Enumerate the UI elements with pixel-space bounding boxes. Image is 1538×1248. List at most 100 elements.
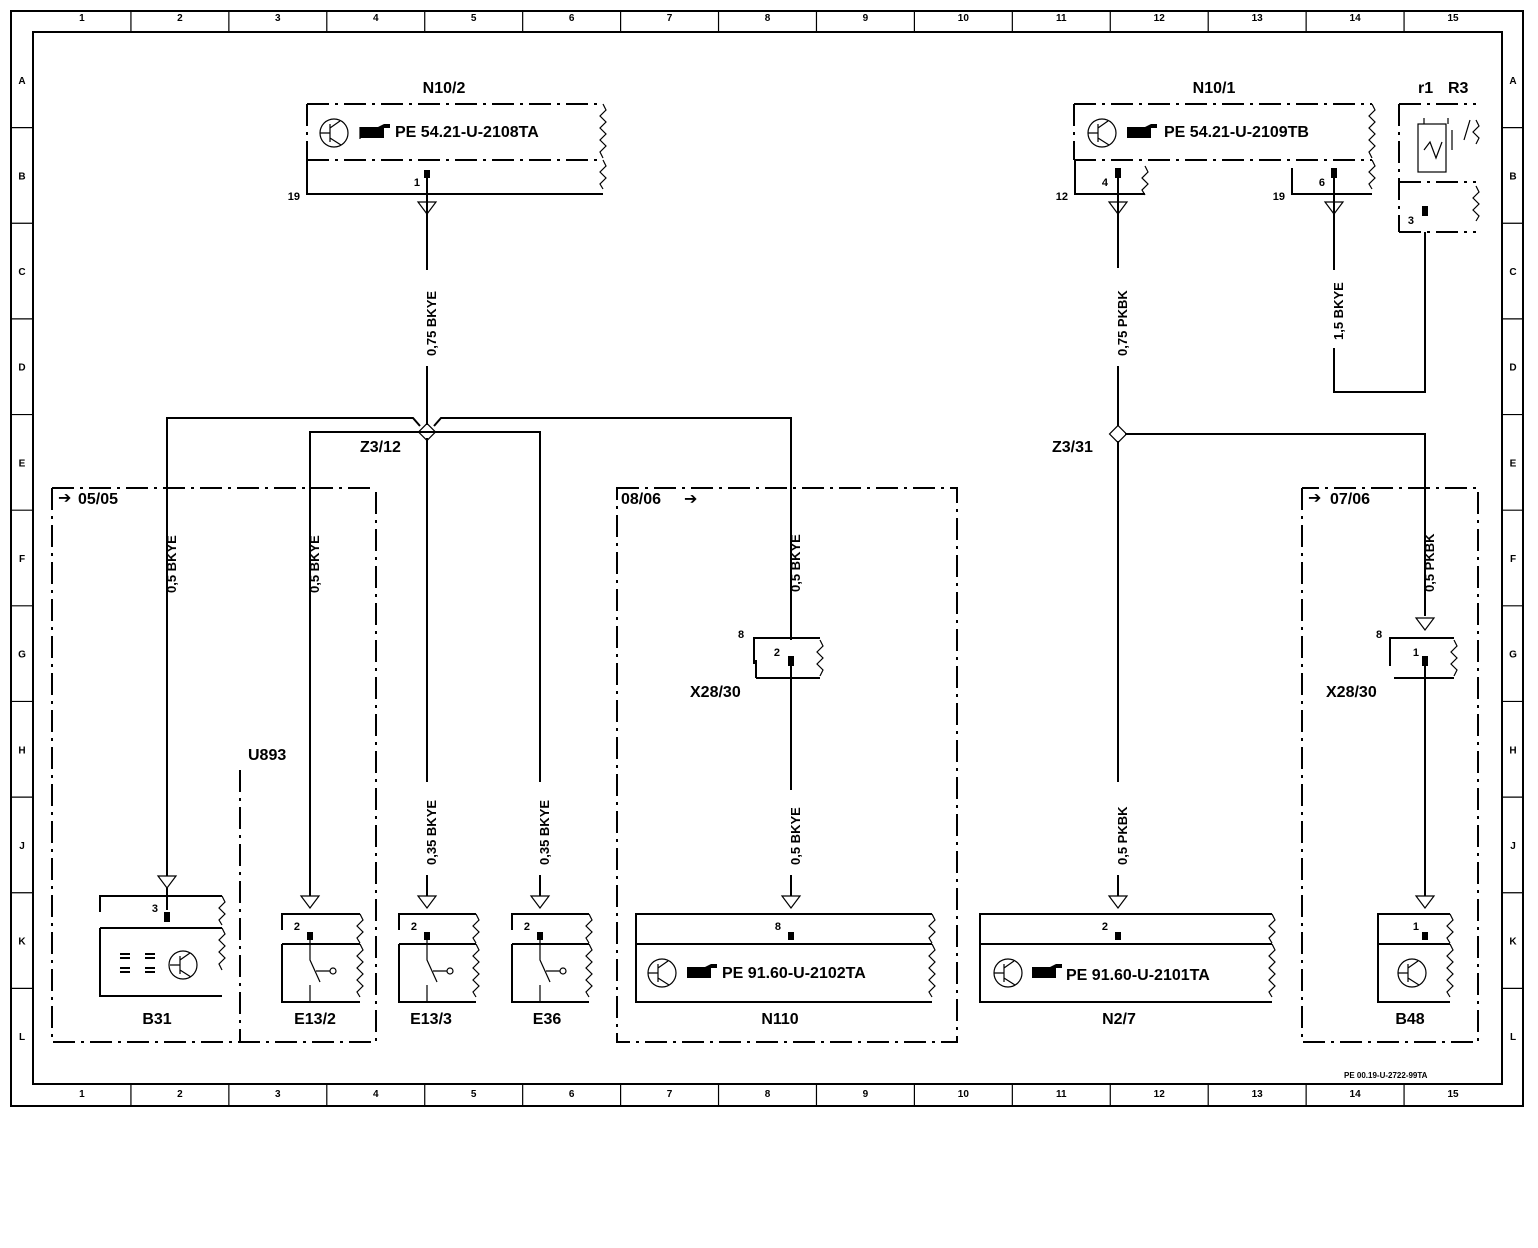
relay-r1-label: r1 (1418, 80, 1433, 97)
transistor-icon (1087, 118, 1117, 148)
pin-connector (788, 932, 794, 940)
grid-column-label: 7 (667, 1089, 673, 1100)
reference-hand-icon (687, 964, 717, 978)
n10-1-pin-b: 6 (1319, 177, 1325, 189)
relay-pin: 3 (1408, 215, 1414, 227)
n10-1-label: N10/1 (1193, 80, 1236, 97)
bus-to-e13-2 (309, 431, 427, 482)
grid-column-label: 14 (1350, 13, 1362, 24)
pin-connector (424, 932, 430, 940)
grid-column-label: 8 (765, 13, 771, 24)
e13-2-label: E13/2 (294, 1011, 336, 1028)
component-n10-2[interactable]: N10/2 PE 54.21-U-2108TA 19 1 (288, 80, 607, 270)
grid-column-label: 9 (863, 13, 869, 24)
pin-connector (1422, 206, 1428, 216)
wire-label-e36: 0,35 BKYE (537, 800, 552, 865)
b31-label: B31 (142, 1011, 171, 1028)
footer-reference: PE 00.19-U-2722-99TA (1344, 1071, 1428, 1080)
grid-column-label: 10 (958, 13, 970, 24)
group-right-ref: 07/06 (1330, 491, 1370, 508)
n110-label: N110 (761, 1011, 798, 1028)
group-left-ref: 05/05 (78, 491, 118, 508)
splice-z3-31[interactable]: Z3/31 (1052, 424, 1128, 456)
grid-row-label: A (18, 76, 25, 87)
component-e36[interactable]: 2 E36 (511, 895, 593, 1028)
arrow-right-icon: ➔ (1308, 490, 1321, 507)
pin-connector (164, 912, 170, 922)
b48-pin: 1 (1413, 921, 1419, 933)
component-e13-2[interactable]: 2 E13/2 (281, 895, 364, 1028)
wire-label-n110-bottom: 0,5 BKYE (788, 807, 803, 865)
group-middle-ref: 08/06 (621, 491, 661, 508)
x28-right-label: X28/30 (1326, 684, 1377, 701)
component-b48[interactable]: 1 B48 (1377, 895, 1454, 1028)
pin-connector (1422, 932, 1428, 940)
pin-connector (1331, 168, 1337, 178)
n10-1-ref: PE 54.21-U-2109TB (1164, 124, 1309, 141)
e13-3-label: E13/3 (410, 1011, 452, 1028)
x28-right-pin: 1 (1413, 647, 1419, 659)
grid-row-label: A (1509, 76, 1516, 87)
e36-label: E36 (533, 1011, 562, 1028)
grid-row-label: H (18, 745, 25, 756)
n10-2-pin: 1 (414, 177, 420, 189)
grid-row-label: D (1509, 363, 1516, 374)
grid-row-label: B (18, 171, 25, 182)
grid-column-label: 13 (1252, 13, 1264, 24)
grid-column-label: 13 (1252, 1089, 1264, 1100)
reference-hand-icon (1032, 964, 1062, 978)
grid-row-label: B (1509, 171, 1516, 182)
component-n110[interactable]: 8 PE 91.60-U-2102TA N110 (635, 895, 936, 1028)
relay-r1-r3[interactable]: r1 R3 3 (1398, 80, 1480, 233)
grid-column-label: 4 (373, 1089, 379, 1100)
group-07-06: ➔ 07/06 (1301, 487, 1479, 1043)
pin-connector (537, 932, 543, 940)
grid-row-label: G (1509, 650, 1517, 661)
e36-pin: 2 (524, 921, 530, 933)
switch-icon (539, 940, 560, 1002)
grid-column-label: 11 (1056, 13, 1067, 24)
group-08-06: 08/06 ➔ (616, 487, 958, 1043)
grid-row-label: F (1510, 554, 1516, 565)
grid-column-label: 5 (471, 13, 477, 24)
connector-x28-30-left[interactable]: 8 2 X28/30 (690, 629, 824, 701)
grid-column-label: 15 (1447, 1089, 1459, 1100)
n110-pin: 8 (775, 921, 781, 933)
n10-1-ground-left: 12 (1056, 191, 1068, 203)
grid-row-label: E (19, 458, 26, 469)
bus-to-b48 (1125, 433, 1426, 482)
grid-column-label: 7 (667, 13, 673, 24)
component-n2-7[interactable]: 2 PE 91.60-U-2101TA N2/7 (979, 895, 1276, 1028)
n10-1-pin-a: 4 (1102, 177, 1109, 189)
wire-label-n2-7: 0,5 PKBK (1115, 806, 1130, 865)
grid-column-label: 1 (79, 13, 85, 24)
grid-column-label: 10 (958, 1089, 970, 1100)
wire-label-relay: 1,5 BKYE (1331, 282, 1346, 340)
grid-column-label: 3 (275, 1089, 281, 1100)
grid-column-label: 2 (177, 1089, 183, 1100)
grid-column-label: 3 (275, 13, 281, 24)
grid-row-label: F (19, 554, 25, 565)
n2-7-label: N2/7 (1102, 1011, 1136, 1028)
e13-2-pin: 2 (294, 921, 300, 933)
pin-connector (1115, 932, 1121, 940)
wire-relay (1333, 232, 1426, 393)
connector-x28-30-right[interactable]: 8 1 X28/30 (1326, 617, 1458, 701)
grid-row-label: K (18, 937, 26, 948)
grid-column-label: 6 (569, 1089, 575, 1100)
splice-z3-12[interactable]: Z3/12 (360, 422, 437, 456)
grid-column-label: 11 (1056, 1089, 1067, 1100)
grid-row-label: H (1509, 745, 1516, 756)
component-e13-3[interactable]: 2 E13/3 (398, 895, 480, 1028)
pin-connector (788, 656, 794, 666)
component-n10-1[interactable]: N10/1 PE 54.21-U-2109TB 12 19 4 6 (1056, 80, 1376, 270)
splice-z3-12-label: Z3/12 (360, 439, 401, 456)
pin-connector (424, 170, 430, 178)
wire-label-n10-1: 0,75 PKBK (1115, 290, 1130, 356)
e13-3-pin: 2 (411, 921, 417, 933)
grid-column-label: 5 (471, 1089, 477, 1100)
component-b31[interactable]: 3 B31 (99, 875, 226, 1028)
pin-connector (1115, 168, 1121, 178)
b31-pin: 3 (152, 903, 158, 915)
